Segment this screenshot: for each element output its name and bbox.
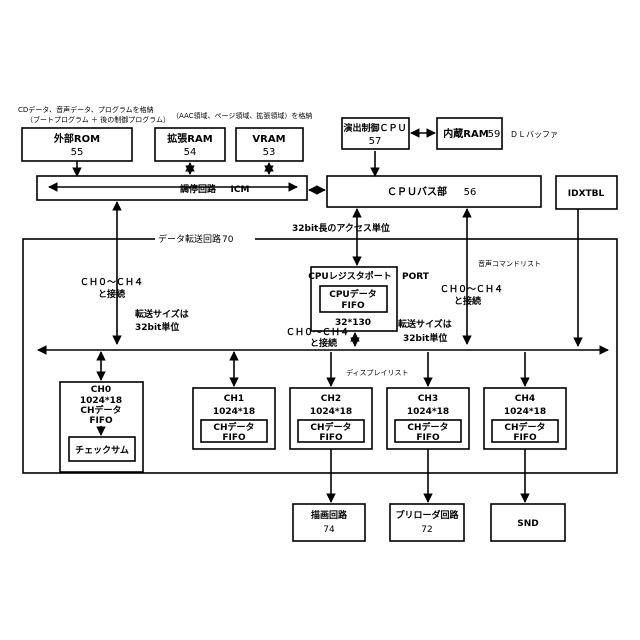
- svg-text:CPUデータ: CPUデータ: [329, 288, 377, 300]
- annotation-ch-left-2: と接続: [98, 288, 125, 300]
- svg-text:IDXTBL: IDXTBL: [568, 189, 605, 199]
- exec-control-cpu-block: 演出制御ＣＰＵ 57: [342, 118, 409, 149]
- annotation-display-list: ディスプレイリスト: [346, 368, 409, 377]
- drawing-circuit-block: 描画回路 74: [293, 504, 365, 541]
- svg-text:74: 74: [323, 525, 335, 535]
- svg-text:プリローダ回路: プリローダ回路: [395, 509, 459, 521]
- svg-text:CHデータ: CHデータ: [407, 421, 448, 433]
- svg-text:外部ROM: 外部ROM: [53, 132, 100, 145]
- svg-text:CHデータ: CHデータ: [80, 404, 121, 416]
- svg-text:拡張RAM: 拡張RAM: [167, 132, 212, 145]
- annotation-size-left-1: 転送サイズは: [135, 308, 189, 320]
- svg-text:FIFO: FIFO: [513, 433, 537, 443]
- annotation-size-right-2: 32bit単位: [403, 332, 447, 344]
- annotation-ch-mid-2: と接続: [310, 337, 337, 349]
- annotation-dl-buffer: ＤＬバッファ: [510, 130, 558, 139]
- svg-text:FIFO: FIFO: [341, 301, 365, 311]
- svg-text:1024*18: 1024*18: [407, 407, 449, 417]
- svg-text:CH3: CH3: [418, 394, 438, 404]
- annotation-aac-area: （AAC領域、ページ領域、拡張領域）を格納: [172, 111, 312, 120]
- svg-text:ＣＰＵバス部: ＣＰＵバス部: [387, 185, 447, 198]
- idxtbl-block: IDXTBL: [556, 176, 617, 209]
- svg-text:CHデータ: CHデータ: [504, 421, 545, 433]
- annotation-ch-left-1: ＣＨ０～ＣＨ４: [80, 277, 143, 288]
- svg-text:70: 70: [222, 235, 234, 245]
- annotation-cd-data: CDデータ、音声データ、プログラムを格納: [18, 105, 154, 114]
- annotation-size-right-1: 転送サイズは: [398, 318, 452, 330]
- ch4-block: CH4 1024*18 CHデータ FIFO: [484, 388, 566, 449]
- svg-text:FIFO: FIFO: [319, 433, 343, 443]
- svg-text:CH0: CH0: [91, 385, 111, 395]
- svg-text:SND: SND: [517, 519, 539, 529]
- svg-text:CHデータ: CHデータ: [213, 421, 254, 433]
- svg-text:1024*18: 1024*18: [213, 407, 255, 417]
- ch3-block: CH3 1024*18 CHデータ FIFO: [387, 388, 469, 449]
- svg-text:1024*18: 1024*18: [310, 407, 352, 417]
- svg-text:チェックサム: チェックサム: [75, 445, 129, 456]
- vram-block: VRAM 53: [236, 128, 303, 161]
- annotation-ch-right-2: と接続: [454, 295, 481, 307]
- cpu-bus-block: ＣＰＵバス部 56: [327, 176, 541, 207]
- annotation-size-left-2: 32bit単位: [135, 321, 179, 333]
- annotation-ch-mid-1: ＣＨ０～ＣＨ４: [286, 327, 349, 338]
- ch2-block: CH2 1024*18 CHデータ FIFO: [290, 388, 372, 449]
- svg-text:FIFO: FIFO: [416, 433, 440, 443]
- svg-text:1024*18: 1024*18: [504, 407, 546, 417]
- annotation-access-unit: 32bit長のアクセス単位: [292, 222, 390, 234]
- svg-text:CHデータ: CHデータ: [310, 421, 351, 433]
- preloader-circuit-block: プリローダ回路 72: [390, 504, 464, 541]
- annotation-audio-cmd-list: 音声コマンドリスト: [478, 259, 541, 268]
- svg-text:57: 57: [369, 136, 382, 147]
- svg-text:59: 59: [488, 129, 501, 140]
- svg-text:CH2: CH2: [321, 394, 341, 404]
- svg-text:演出制御ＣＰＵ: 演出制御ＣＰＵ: [343, 122, 406, 134]
- svg-text:FIFO: FIFO: [89, 416, 113, 426]
- svg-text:54: 54: [184, 147, 197, 158]
- svg-text:内蔵RAM: 内蔵RAM: [443, 127, 488, 140]
- svg-text:53: 53: [263, 147, 276, 158]
- svg-text:32*130: 32*130: [335, 318, 371, 328]
- expansion-ram-block: 拡張RAM 54: [155, 128, 225, 161]
- arbitration-circuit-block: 調停回路 ICM: [37, 176, 307, 200]
- svg-text:データ転送回路: データ転送回路: [158, 233, 221, 245]
- svg-text:56: 56: [464, 187, 477, 198]
- annotation-ch-right-1: ＣＨ０～ＣＨ４: [440, 284, 503, 295]
- svg-text:VRAM: VRAM: [252, 134, 285, 145]
- port-label: PORT: [402, 272, 430, 282]
- annotation-boot-program: （ブートプログラム ＋ 後の制御プログラム）: [26, 115, 170, 124]
- snd-block: SND: [491, 504, 565, 541]
- svg-text:55: 55: [71, 147, 84, 158]
- svg-text:CPUレジスタポート: CPUレジスタポート: [308, 270, 392, 282]
- ch1-block: CH1 1024*18 CHデータ FIFO: [193, 388, 275, 449]
- cpu-register-port-block: CPUレジスタポート CPUデータ FIFO 32*130: [308, 267, 397, 331]
- internal-ram-block: 内蔵RAM 59: [437, 118, 502, 149]
- svg-text:1024*18: 1024*18: [80, 396, 122, 406]
- svg-text:描画回路: 描画回路: [311, 509, 348, 521]
- svg-text:CH4: CH4: [515, 394, 535, 404]
- svg-text:CH1: CH1: [224, 394, 244, 404]
- svg-text:調停回路: 調停回路: [180, 183, 217, 195]
- svg-text:FIFO: FIFO: [222, 433, 246, 443]
- svg-text:72: 72: [421, 525, 432, 535]
- external-rom-block: 外部ROM 55: [22, 128, 132, 161]
